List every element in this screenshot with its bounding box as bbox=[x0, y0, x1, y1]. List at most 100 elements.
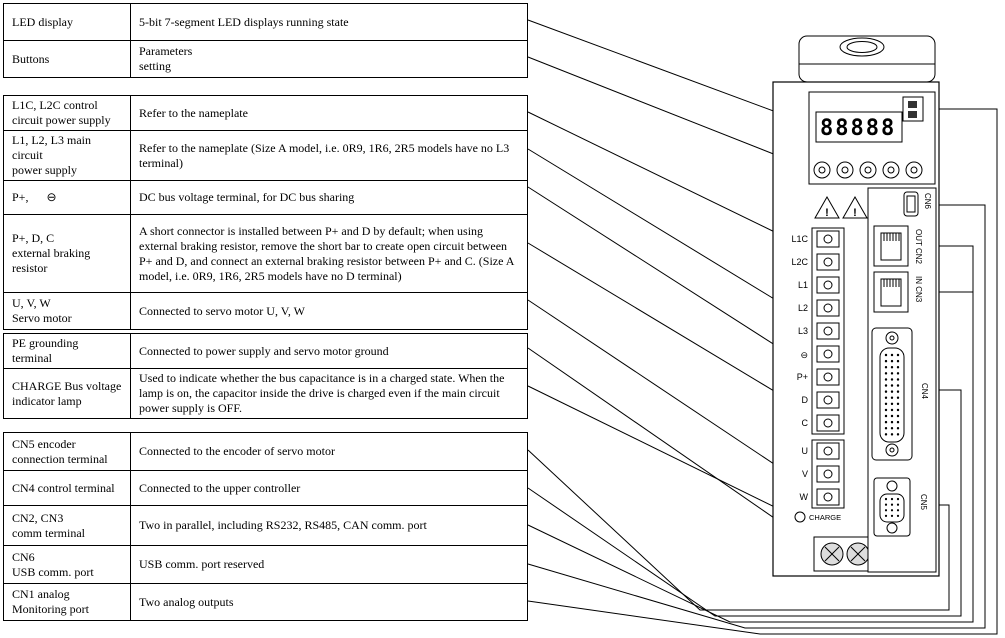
cn1-connector-frame bbox=[902, 96, 924, 122]
button-5-dot bbox=[910, 166, 918, 174]
button-2 bbox=[836, 161, 854, 179]
cn5-pin-field bbox=[884, 497, 900, 520]
cn4-screw-icon bbox=[885, 443, 899, 457]
row-label-charge: CHARGE Bus voltage indicator lamp bbox=[3, 368, 131, 419]
row-label-braking-resistor: P+, D, C external braking resistor bbox=[3, 214, 131, 293]
row-desc-braking-resistor: A short connector is installed between P… bbox=[130, 214, 528, 293]
terminal-label-l1c: L1C bbox=[791, 234, 808, 244]
terminal-label-w: W bbox=[800, 492, 809, 502]
display-panel-frame bbox=[808, 91, 936, 185]
display-panel: 88888 bbox=[808, 91, 936, 185]
row-label-l1c-l2c: L1C, L2C control circuit power supply bbox=[3, 95, 131, 131]
pe-screw-icon bbox=[846, 542, 870, 566]
row-label-cn6: CN6 USB comm. port bbox=[3, 545, 131, 584]
cn6-usb-connector bbox=[903, 191, 919, 217]
cn4-screw-icon bbox=[885, 331, 899, 345]
charge-lamp-icon bbox=[794, 511, 806, 523]
leader-cn6 bbox=[527, 204, 986, 629]
terminal-screws-1 bbox=[816, 230, 840, 432]
row-desc-l1-l2-l3: Refer to the nameplate (Size A model, i.… bbox=[130, 130, 528, 181]
terminal-label-l1: L1 bbox=[798, 280, 808, 290]
cn5-encoder-connector bbox=[873, 477, 911, 537]
cn3-label: IN CN3 bbox=[914, 276, 923, 303]
cn4-label: CN4 bbox=[920, 383, 929, 400]
button-4 bbox=[882, 161, 900, 179]
row-label-cn5: CN5 encoder connection terminal bbox=[3, 432, 131, 471]
button-4-dot bbox=[887, 166, 895, 174]
leader-led-display bbox=[527, 19, 815, 127]
top-cap-oval bbox=[839, 37, 885, 57]
cn1-pin-2 bbox=[908, 111, 917, 118]
row-desc-uvw: Connected to servo motor U, V, W bbox=[130, 292, 528, 330]
cn1-analog-connector bbox=[902, 96, 924, 122]
led-display-window bbox=[815, 111, 903, 143]
row-desc-cn1: Two analog outputs bbox=[130, 583, 528, 621]
terminal-label-c: C bbox=[802, 418, 809, 428]
leader-lines bbox=[527, 19, 998, 635]
row-desc-pe: Connected to power supply and servo moto… bbox=[130, 333, 528, 369]
leader-cn5 bbox=[527, 449, 950, 611]
terminal-label-l2c: L2C bbox=[791, 257, 808, 267]
leader-uvw bbox=[527, 299, 790, 475]
button-2-dot bbox=[841, 166, 849, 174]
power-terminal-block: L1C L2C L1 L2 L3 ⊖ P+ D C bbox=[791, 227, 845, 435]
drive-body bbox=[772, 81, 940, 577]
warning-triangle-icon bbox=[814, 195, 840, 219]
table-grounding-charge: PE grounding terminal Connected to power… bbox=[3, 333, 528, 419]
warning-exclamation: ! bbox=[825, 207, 829, 219]
row-desc-l1c-l2c: Refer to the nameplate bbox=[130, 95, 528, 131]
row-desc-led-display: 5-bit 7-segment LED displays running sta… bbox=[130, 3, 528, 41]
leader-buttons bbox=[527, 56, 815, 171]
table-display-buttons: LED display 5-bit 7-segment LED displays… bbox=[3, 3, 528, 78]
row-label-cn1: CN1 analog Monitoring port bbox=[3, 583, 131, 621]
row-label-pe: PE grounding terminal bbox=[3, 333, 131, 369]
cn5-label: CN5 bbox=[919, 494, 928, 511]
terminal-label-l2: L2 bbox=[798, 303, 808, 313]
connector-column-frame bbox=[867, 187, 937, 573]
top-cap bbox=[798, 35, 936, 83]
row-desc-charge: Used to indicate whether the bus capacit… bbox=[130, 368, 528, 419]
button-3 bbox=[859, 161, 877, 179]
row-label-dc-bus: P+, ⊖ bbox=[3, 180, 131, 215]
button-3-dot bbox=[864, 166, 872, 174]
cn4-pin-field bbox=[884, 353, 900, 438]
top-cap-oval-inner bbox=[846, 41, 878, 53]
cn1-pin-1 bbox=[908, 101, 917, 108]
charge-indicator: CHARGE bbox=[794, 511, 841, 523]
row-desc-cn6: USB comm. port reserved bbox=[130, 545, 528, 584]
terminal-label-minus: ⊖ bbox=[800, 350, 808, 360]
leader-l1-l2-l3 bbox=[527, 148, 790, 309]
warning-exclamation: ! bbox=[853, 207, 857, 219]
terminal-screws-2 bbox=[816, 442, 840, 506]
row-desc-cn4: Connected to the upper controller bbox=[130, 470, 528, 506]
led-display-value: 88888 bbox=[820, 116, 896, 141]
leader-dc-bus bbox=[527, 186, 790, 355]
terminal-label-u: U bbox=[802, 446, 809, 456]
motor-terminal-block: U V W bbox=[800, 439, 845, 509]
leader-cn4 bbox=[527, 389, 962, 617]
warning-triangle-icon bbox=[842, 195, 868, 219]
button-1-dot bbox=[818, 166, 826, 174]
table-power-terminals: L1C, L2C control circuit power supply Re… bbox=[3, 95, 528, 330]
charge-label: CHARGE bbox=[809, 513, 841, 522]
button-1 bbox=[813, 161, 831, 179]
pe-screw-plate bbox=[813, 536, 875, 572]
row-label-cn2-cn3: CN2, CN3 comm terminal bbox=[3, 505, 131, 546]
leader-pe bbox=[527, 347, 820, 550]
leader-braking-resistor bbox=[527, 242, 790, 401]
button-row bbox=[813, 161, 923, 179]
pe-screw-icon bbox=[820, 542, 844, 566]
cn5-screw-icon bbox=[886, 480, 898, 492]
cn2-comm-connector bbox=[873, 225, 909, 267]
top-cap-body bbox=[798, 35, 936, 83]
row-desc-cn5: Connected to the encoder of servo motor bbox=[130, 432, 528, 471]
row-label-cn4: CN4 control terminal bbox=[3, 470, 131, 506]
connector-column: CN6 OUT CN2 bbox=[867, 187, 937, 573]
warning-icons: ! ! bbox=[814, 195, 868, 219]
terminal-block-2 bbox=[811, 439, 845, 509]
table-cn-connectors: CN5 encoder connection terminal Connecte… bbox=[3, 432, 528, 621]
cn6-label: CN6 bbox=[923, 193, 932, 210]
row-desc-dc-bus: DC bus voltage terminal, for DC bus shar… bbox=[130, 180, 528, 215]
button-5 bbox=[905, 161, 923, 179]
